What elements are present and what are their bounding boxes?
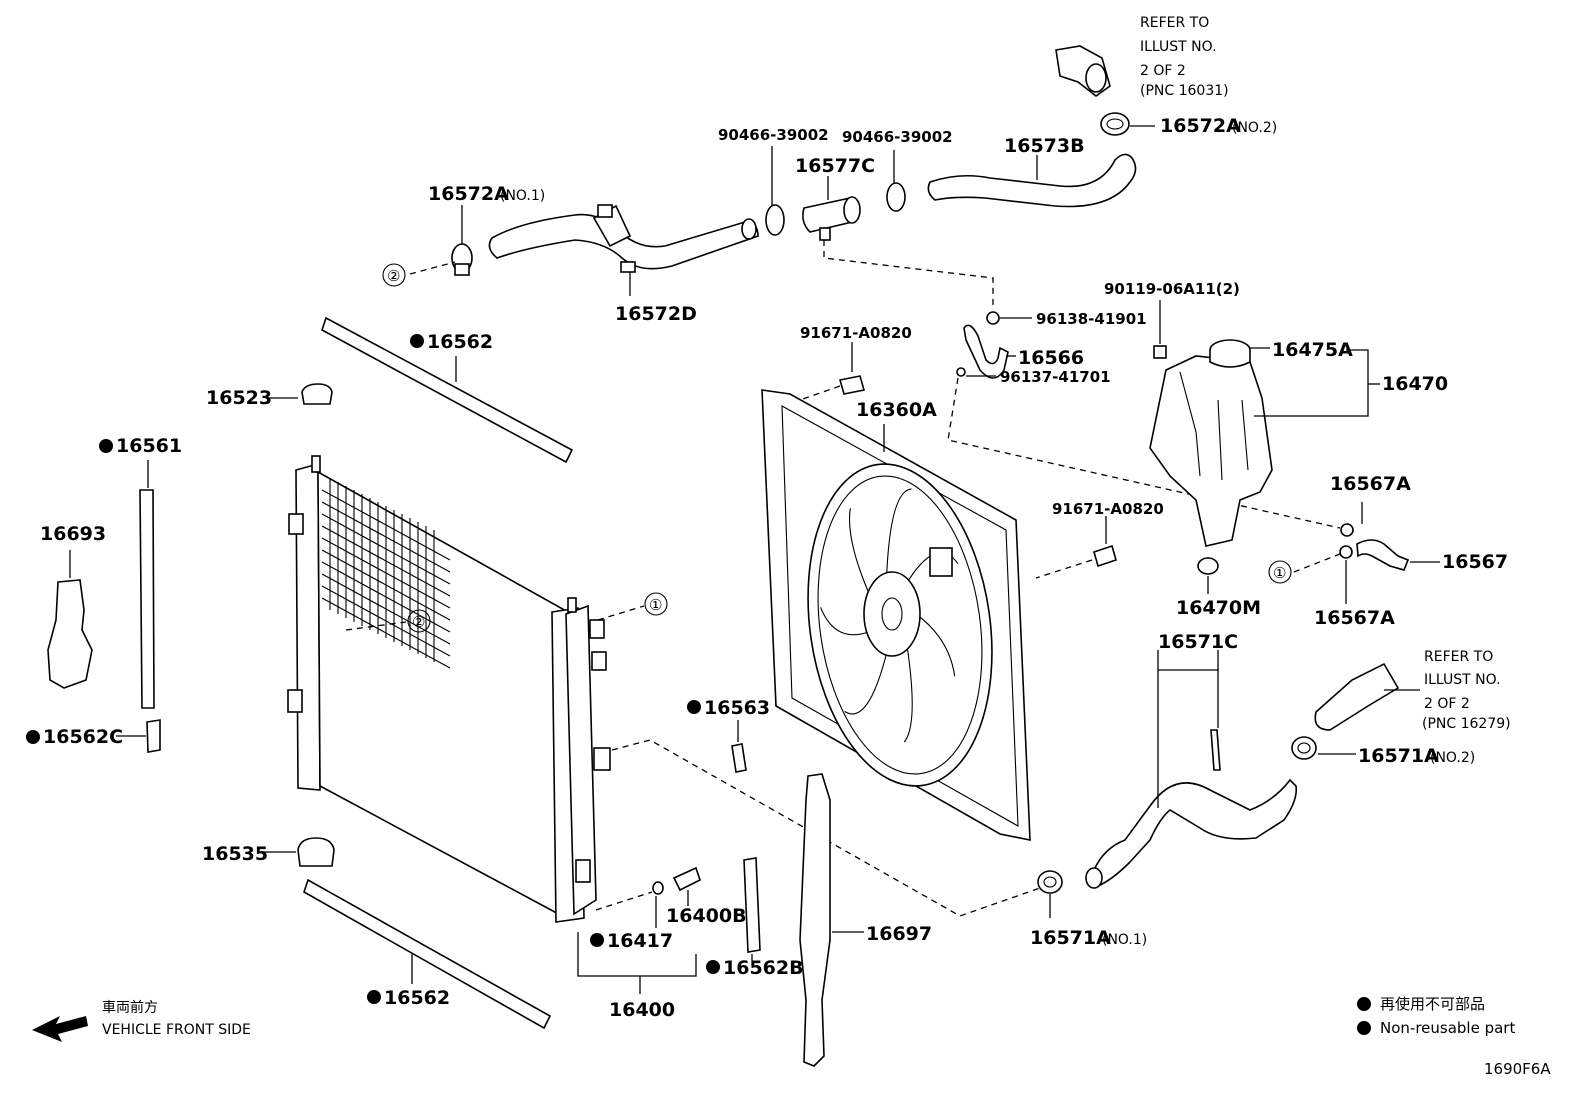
tag-no2-right: (NO.2)	[1430, 750, 1475, 766]
upper-seal-16562	[321, 316, 574, 464]
label-16572A-no2: 16572A	[1160, 115, 1241, 137]
label-16697: 16697	[866, 923, 932, 945]
label-16571A-no1: 16571A	[1030, 927, 1111, 949]
tag-no2-top: (NO.2)	[1232, 120, 1277, 136]
label-91671-a: 91671-A0820	[800, 324, 912, 342]
svg-text:REFER TO: REFER TO	[1424, 649, 1493, 665]
seal-16561	[139, 460, 155, 709]
reservoir-small-parts	[1197, 502, 1440, 604]
support-16523	[266, 383, 333, 405]
label-16417: 16417	[607, 930, 673, 952]
label-16562-top: 16562	[427, 331, 493, 353]
label-16400B: 16400B	[666, 905, 747, 927]
radiator-16400	[287, 455, 611, 923]
svg-text:VEHICLE FRONT SIDE: VEHICLE FRONT SIDE	[102, 1022, 251, 1038]
upper-radiator-hose-assembly	[451, 45, 1137, 276]
label-16693: 16693	[40, 523, 106, 545]
lower-radiator-hose-16571C	[1085, 650, 1298, 889]
label-16470M: 16470M	[1176, 597, 1261, 619]
svg-text:REFER TO: REFER TO	[1140, 15, 1209, 31]
seal-16562B	[743, 857, 761, 966]
label-16572A-no1: 16572A	[428, 183, 509, 205]
label-16571C: 16571C	[1158, 631, 1238, 653]
lower-seal-16562	[303, 878, 552, 1030]
vehicle-front-arrow-icon	[32, 1016, 88, 1042]
refer-note-right: REFER TO ILLUST NO. 2 OF 2 (PNC 16279)	[1422, 649, 1511, 732]
tag-no1-bottom: (NO.1)	[1102, 932, 1147, 948]
refer-note-top: REFER TO ILLUST NO. 2 OF 2 (PNC 16031)	[1140, 15, 1229, 99]
label-16567A-bottom: 16567A	[1314, 607, 1395, 629]
svg-text:車両前方: 車両前方	[102, 999, 158, 1016]
fan-blade	[903, 645, 913, 743]
label-16475A: 16475A	[1272, 339, 1353, 361]
label-16561: 16561	[116, 435, 182, 457]
reservoir-tank-16470	[1149, 300, 1380, 547]
legend-en: Non-reusable part	[1380, 1019, 1515, 1037]
air-guide-16697	[799, 773, 864, 1067]
fan-blade	[915, 613, 956, 677]
label-90466-b: 90466-39002	[842, 128, 953, 146]
callout-2-top: ②	[387, 267, 400, 285]
label-16400: 16400	[609, 999, 675, 1021]
fan-blade	[820, 607, 871, 636]
legend: 再使用不可部品 Non-reusable part	[1357, 995, 1515, 1037]
callout-2-radiator: ②	[412, 613, 425, 631]
label-16572D: 16572D	[615, 303, 697, 325]
label-91671-b: 91671-A0820	[1052, 500, 1164, 518]
label-96137: 96137-41701	[1000, 368, 1111, 386]
label-16562-bottom: 16562	[384, 987, 450, 1009]
tag-no1-top: (NO.1)	[500, 188, 545, 204]
svg-text:(PNC 16031): (PNC 16031)	[1140, 83, 1229, 99]
support-16535	[264, 837, 335, 867]
label-16567: 16567	[1442, 551, 1508, 573]
callout-markers: ② ① ② ①	[382, 263, 1292, 633]
label-16523: 16523	[206, 387, 272, 409]
label-16562B: 16562B	[723, 957, 804, 979]
seal-16562C	[116, 719, 161, 753]
vehicle-front-note: 車両前方 VEHICLE FRONT SIDE	[102, 999, 251, 1038]
fan-shroud-16360A	[761, 389, 1031, 841]
svg-text:2 OF 2: 2 OF 2	[1140, 63, 1186, 79]
label-16563: 16563	[704, 697, 770, 719]
radiator-callouts	[345, 605, 1041, 917]
label-16535: 16535	[202, 843, 268, 865]
part-number-labels: 16572A (NO.1) 16572D 90466-39002 90466-3…	[26, 115, 1508, 1021]
label-16567A-top: 16567A	[1330, 473, 1411, 495]
callout-1-reservoir: ①	[1273, 564, 1286, 582]
clamps-16571A	[1037, 736, 1356, 918]
legend-jp: 再使用不可部品	[1380, 995, 1485, 1013]
svg-text:2 OF 2: 2 OF 2	[1424, 696, 1470, 712]
label-96138: 96138-41901	[1036, 310, 1147, 328]
label-90466-a: 90466-39002	[718, 126, 829, 144]
illustration-id: 1690F6A	[1484, 1060, 1551, 1078]
label-16573B: 16573B	[1004, 135, 1085, 157]
fan-blade	[844, 652, 888, 715]
bracket-16693	[47, 550, 93, 689]
label-16577C: 16577C	[795, 155, 875, 177]
label-16360A: 16360A	[856, 399, 937, 421]
svg-text:(PNC 16279): (PNC 16279)	[1422, 716, 1511, 732]
svg-text:ILLUST NO.: ILLUST NO.	[1424, 672, 1501, 688]
label-90119: 90119-06A11(2)	[1104, 280, 1240, 298]
label-16571A-no2: 16571A	[1358, 745, 1439, 767]
fan-blade	[849, 508, 871, 597]
svg-text:ILLUST NO.: ILLUST NO.	[1140, 39, 1217, 55]
label-16566: 16566	[1018, 347, 1084, 369]
label-16470: 16470	[1382, 373, 1448, 395]
callout-1-radiator: ①	[649, 596, 662, 614]
label-16562C: 16562C	[43, 726, 123, 748]
top-leader-lines	[409, 125, 1155, 310]
fan-blade	[886, 488, 912, 576]
seal-16563	[731, 720, 747, 773]
shroud-leaders	[799, 342, 1117, 579]
outlet-pipe-right	[1314, 662, 1420, 731]
drain-cock-parts	[577, 866, 701, 994]
